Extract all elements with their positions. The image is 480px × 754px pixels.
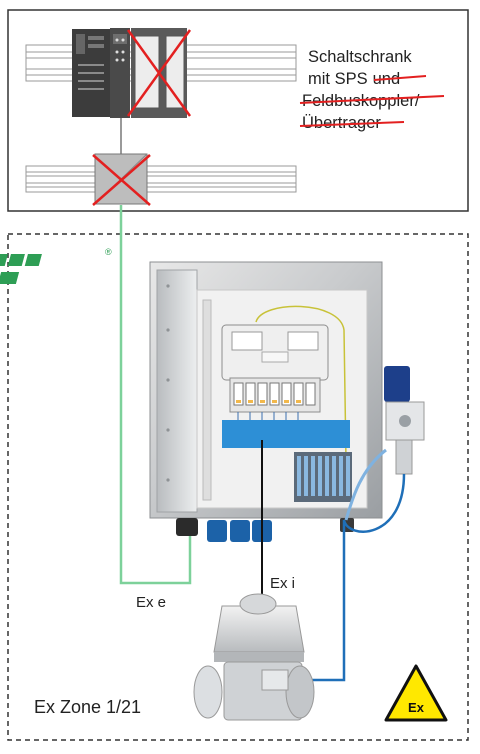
plc-io-module-3-removed (163, 28, 187, 118)
cabinet-label-plc: mit SPS (308, 70, 368, 88)
blue-label-strip (222, 420, 350, 448)
profinet-registered-mark: ® (105, 247, 112, 257)
ex-warning-text: Ex (408, 700, 425, 715)
solenoid-valve (384, 366, 424, 474)
ex-e-label: Ex e (136, 594, 166, 611)
terminal-blocks (294, 452, 352, 502)
din-rail-bottom (26, 166, 296, 192)
plc-io-module-1 (110, 28, 130, 118)
ex-i-label: Ex i (270, 575, 295, 592)
ex-warning-sign: Ex (386, 666, 446, 720)
remote-io-module (222, 325, 328, 412)
ex-zone-label: Ex Zone 1/21 (34, 697, 141, 717)
plc-cpu (72, 29, 110, 117)
cabinet-label-line1: Schaltschrank (308, 48, 412, 66)
cable-glands (176, 518, 354, 542)
profinet-logo-top-row: P R O F I (0, 254, 42, 267)
valve-actuator (194, 594, 314, 720)
profinet-logo-bottom-row: N E T (0, 272, 19, 285)
profinet-logo: P R O F I N E T ® (0, 247, 112, 285)
